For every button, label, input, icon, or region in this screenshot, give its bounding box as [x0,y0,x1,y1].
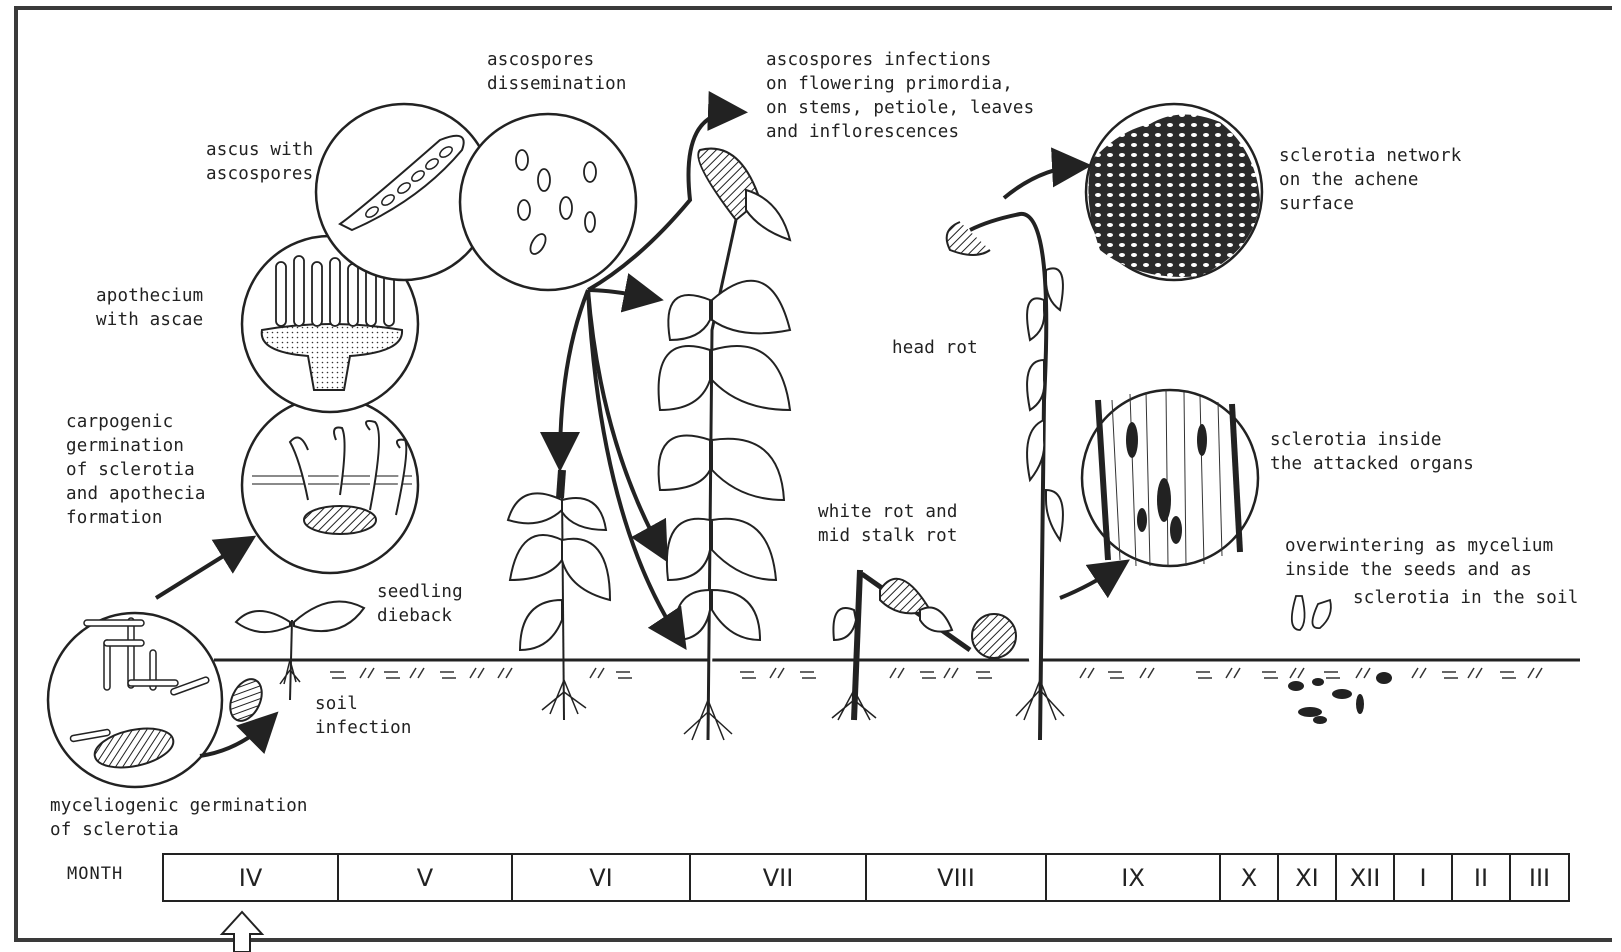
label-apothecium: apothecium with ascae [96,284,203,332]
month-cell: I [1395,855,1453,900]
carpogenic-circle [242,397,418,573]
label-overwintering-2: sclerotia in the soil [1353,586,1578,610]
label-dissemination: ascospores dissemination [487,48,627,96]
spores-circle [460,114,636,290]
month-cell: IV [164,855,339,900]
organ-sclerotia-circle [1082,390,1258,566]
month-cell: VII [691,855,867,900]
soil-surface [214,660,1580,724]
overwintering-seeds [1292,596,1331,630]
label-inside-organs: sclerotia inside the attacked organs [1270,428,1474,476]
month-cell: VI [513,855,691,900]
month-cell: VIII [867,855,1047,900]
month-cell: XI [1279,855,1337,900]
start-arrow-icon [222,912,262,952]
label-head-rot: head rot [892,336,978,360]
mycelium-circle [48,613,222,787]
label-ascus: ascus with ascospores [206,138,313,186]
label-myceliogenic: myceliogenic germination of sclerotia [50,794,308,842]
label-carpogenic: carpogenic germination of sclerotia and … [66,410,206,530]
month-cell: III [1511,855,1568,900]
month-cell: XII [1337,855,1395,900]
month-cell: IX [1047,855,1221,900]
label-soil: soil infection [315,692,412,740]
label-seedling: seedling dieback [377,580,463,628]
collapsed-plant [832,570,1016,720]
label-network: sclerotia network on the achene surface [1279,144,1462,216]
month-cell: II [1453,855,1511,900]
label-overwintering-1: overwintering as mycelium inside the see… [1285,534,1553,582]
month-cell: X [1221,855,1279,900]
month-cell: V [339,855,513,900]
flowering-plant [659,149,790,740]
month-timeline: IV V VI VII VIII IX X XI XII I II III [162,853,1570,902]
sclerotium [224,674,268,726]
label-white-rot: white rot and mid stalk rot [818,500,958,548]
young-plant [508,470,610,720]
achene-network-circle [1086,104,1262,280]
label-infections: ascospores infections on flowering primo… [766,48,1034,144]
month-title: MONTH [67,864,123,884]
